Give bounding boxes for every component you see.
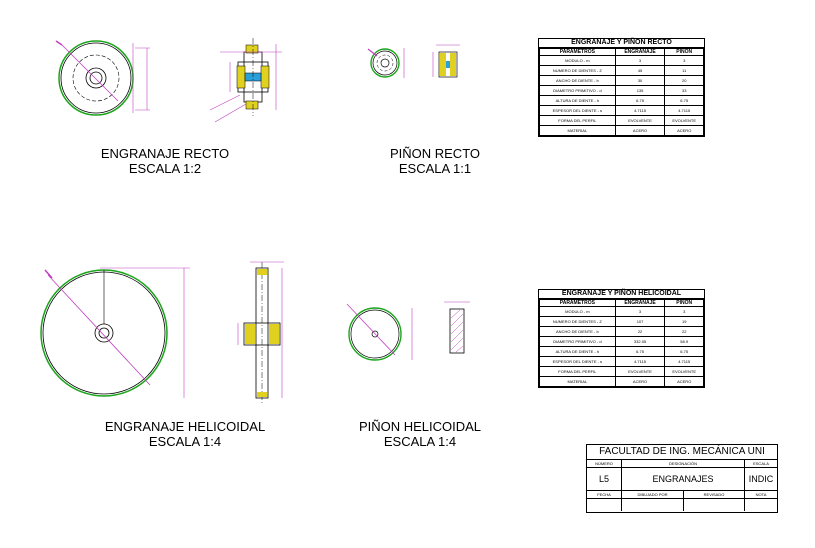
title-block-blank xyxy=(587,499,622,511)
table-helicoidal-cell: ACERO xyxy=(664,376,704,387)
table-recto-cell: 135 xyxy=(614,85,666,96)
table-recto-cell: DIAMETRO PRIMITIVO - d xyxy=(539,85,616,96)
table-helicoidal-cell: ESPESOR DEL DIENTE - s xyxy=(539,356,616,367)
table-helicoidal-cell: 58.9 xyxy=(664,336,704,347)
caption-pinon-recto: PIÑON RECTO xyxy=(389,146,481,161)
table-helicoidal-header: PARAMETROS xyxy=(539,299,616,307)
table-helicoidal-cell: 4.7115 xyxy=(614,356,666,367)
table-helicoidal-cell: EVOLVENTE xyxy=(614,366,666,377)
title-block-col-escala: ESCALA xyxy=(753,461,769,466)
table-engranaje-pinon-recto: ENGRANAJE Y PIÑON RECTO PARAMETROS ENGRA… xyxy=(538,38,705,137)
table-helicoidal-cell: 6.75 xyxy=(664,346,704,357)
table-helicoidal-cell: 107 xyxy=(614,316,666,327)
title-block-escala: INDIC xyxy=(748,474,774,484)
table-recto-cell: ACERO xyxy=(664,125,704,136)
table-helicoidal-cell: 3 xyxy=(664,306,704,317)
table-recto-cell: 33 xyxy=(664,85,704,96)
title-block-col-numero: NÚMERO xyxy=(587,460,622,467)
table-recto-cell: 6.75 xyxy=(664,95,704,106)
table-helicoidal-cell: DIAMETRO PRIMITIVO - d xyxy=(539,336,616,347)
table-helicoidal-cell: 4.7115 xyxy=(664,356,704,367)
title-block-numero: L5 xyxy=(587,468,622,490)
title-block-dibujado: DIBUJADO POR xyxy=(622,491,684,498)
caption-engranaje-recto-escala: ESCALA 1:2 xyxy=(128,161,202,176)
engranaje-recto-front-view xyxy=(55,40,150,116)
table-recto-cell: MODULO - m xyxy=(539,55,616,66)
table-helicoidal-cell: 3 xyxy=(614,306,666,317)
caption-pinon-helicoidal: PIÑON HELICOIDAL xyxy=(358,419,482,434)
table-recto-cell: EVOLVENTE xyxy=(664,115,704,126)
table-helicoidal-title: ENGRANAJE Y PIÑON HELICOIDAL xyxy=(539,290,704,299)
engranaje-helicoidal-side-view xyxy=(237,261,284,404)
table-recto-cell: 4.7115 xyxy=(614,105,666,116)
title-block-fecha: FECHA xyxy=(587,491,622,498)
table-recto-cell: 20 xyxy=(664,75,704,86)
table-recto-cell: ALTURA DE DIENTE - h xyxy=(539,95,616,106)
table-recto-cell: 6.75 xyxy=(614,95,666,106)
table-helicoidal-cell: EVOLVENTE xyxy=(664,366,704,377)
table-helicoidal-cell: MATERIAL xyxy=(539,376,616,387)
title-block: FACULTAD DE ING. MECÁNICA UNI NÚMERO DES… xyxy=(586,444,778,513)
caption-pinon-helicoidal-escala: ESCALA 1:4 xyxy=(383,434,457,449)
table-helicoidal-cell: ANCHO DE DIENTE - b xyxy=(539,326,616,337)
table-helicoidal-cell: 332.05 xyxy=(614,336,666,347)
pinon-helicoidal-front-view xyxy=(346,303,413,361)
title-block-designacion: ENGRANAJES xyxy=(622,468,745,490)
table-helicoidal-cell: 22 xyxy=(664,326,704,337)
title-block-blank xyxy=(684,499,745,511)
table-recto-cell: 11 xyxy=(664,65,704,76)
title-block-revisado: REVISADO xyxy=(684,491,745,498)
table-recto-cell: 45 xyxy=(614,65,666,76)
title-block-nota: NOTA xyxy=(755,492,767,497)
table-helicoidal-cell: NUMERO DE DIENTES - Z xyxy=(539,316,616,327)
table-helicoidal-cell: FORMA DEL PERFIL xyxy=(539,366,616,377)
table-recto-cell: ANCHO DE DIENTE - b xyxy=(539,75,616,86)
title-block-blank xyxy=(622,499,684,511)
table-recto-cell: NUMERO DE DIENTES - Z xyxy=(539,65,616,76)
title-block-faculty: FACULTAD DE ING. MECÁNICA UNI xyxy=(599,446,765,457)
table-recto-header: PARAMETROS xyxy=(539,48,616,56)
table-recto-cell: EVOLVENTE xyxy=(614,115,666,126)
table-engranaje-pinon-helicoidal: ENGRANAJE Y PIÑON HELICOIDAL PARAMETROS … xyxy=(538,289,705,388)
engranaje-recto-side-view xyxy=(209,38,282,123)
table-helicoidal-cell: 22 xyxy=(614,326,666,337)
table-recto-cell: ACERO xyxy=(614,125,666,136)
engranaje-helicoidal-front-view xyxy=(40,267,190,398)
table-helicoidal-header: PIÑON xyxy=(664,299,704,307)
table-recto-cell: 4.7115 xyxy=(664,105,704,116)
table-recto-title: ENGRANAJE Y PIÑON RECTO xyxy=(539,39,704,48)
caption-engranaje-helicoidal: ENGRANAJE HELICOIDAL xyxy=(104,419,266,434)
pinon-recto-side-view xyxy=(432,44,460,78)
caption-engranaje-recto: ENGRANAJE RECTO xyxy=(100,146,230,161)
table-helicoidal-cell: 6.75 xyxy=(614,346,666,357)
table-helicoidal-cell: MODULO - m xyxy=(539,306,616,317)
table-recto-cell: FORMA DEL PERFIL xyxy=(539,115,616,126)
table-recto-cell: ESPESOR DEL DIENTE - s xyxy=(539,105,616,116)
title-block-col-designacion: DESIGNACIÓN xyxy=(622,460,745,467)
table-recto-cell: 30 xyxy=(614,75,666,86)
table-recto-cell: MATERIAL xyxy=(539,125,616,136)
table-recto-header: PIÑON xyxy=(664,48,704,56)
caption-engranaje-helicoidal-escala: ESCALA 1:4 xyxy=(148,434,222,449)
table-helicoidal-header: ENGRANAJE xyxy=(614,299,666,307)
table-helicoidal-cell: ACERO xyxy=(614,376,666,387)
pinon-helicoidal-side-view xyxy=(444,301,470,354)
table-helicoidal-cell: ALTURA DE DIENTE - h xyxy=(539,346,616,357)
table-helicoidal-cell: 19 xyxy=(664,316,704,327)
caption-pinon-recto-escala: ESCALA 1:1 xyxy=(398,161,472,176)
table-recto-cell: 3 xyxy=(614,55,666,66)
pinon-recto-front-view xyxy=(367,48,405,78)
table-recto-header: ENGRANAJE xyxy=(614,48,666,56)
table-recto-cell: 3 xyxy=(664,55,704,66)
